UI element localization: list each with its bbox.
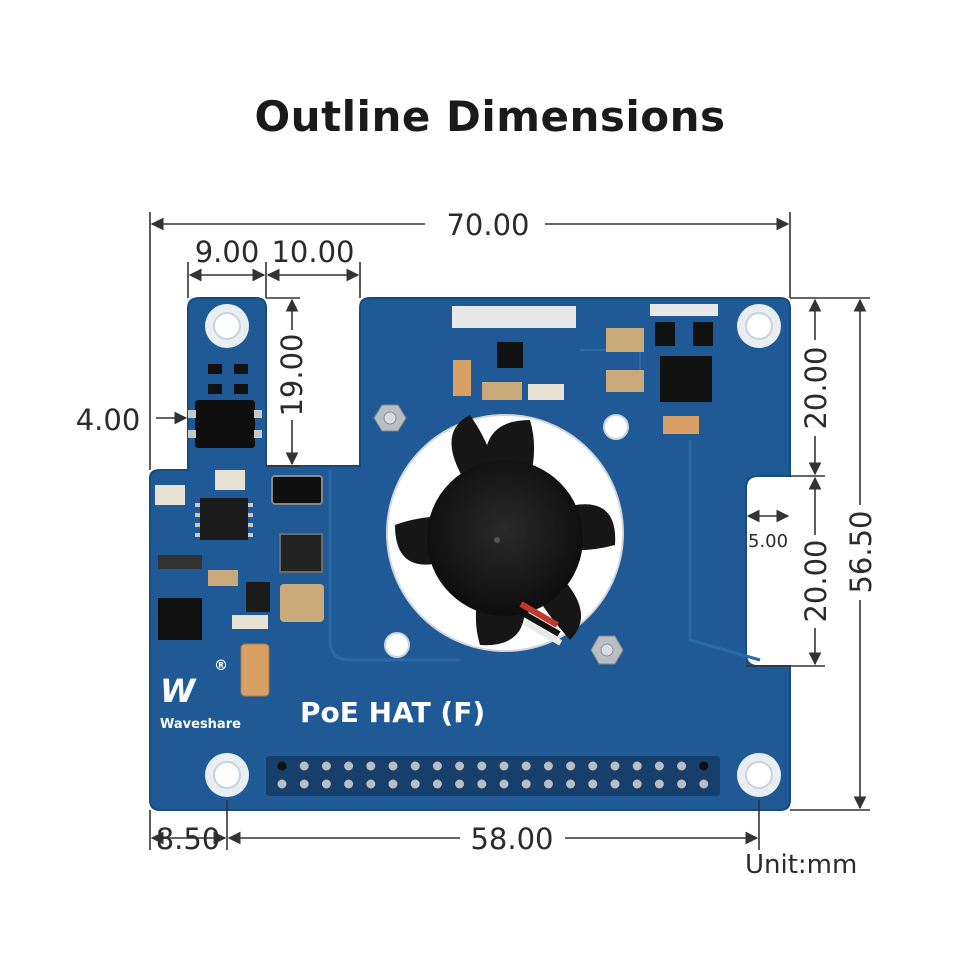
gpio-pin [521,761,531,771]
mounting-hole [737,304,781,348]
gpio-pin [654,761,664,771]
gpio-pin [432,761,442,771]
mounting-hole [205,753,249,797]
gpio-pin [699,761,709,771]
gpio-pin [344,761,354,771]
gpio-pin [566,761,576,771]
dimension-lines [149,212,870,850]
gpio-pin [610,761,620,771]
mounting-hole [205,304,249,348]
gpio-pin [677,779,687,789]
gpio-pin [610,779,620,789]
dim-total-height: 56.50 [844,510,878,593]
standoff-screw [590,635,624,665]
dim-total-width: 70.00 [446,208,529,242]
dim-slot-depth: 19.00 [275,333,309,416]
gpio-pin [499,779,509,789]
gpio-header [277,761,709,789]
gpio-pin [699,779,709,789]
gpio-pin [521,779,531,789]
dim-right-lower: 20.00 [799,539,833,622]
dim-left-offset: 4.00 [76,403,141,437]
fan-mount-hole [603,414,629,440]
gpio-pin [410,779,420,789]
gpio-pin [344,779,354,789]
mounting-hole [737,753,781,797]
gpio-pin [366,779,376,789]
gpio-pin [632,779,642,789]
gpio-pin [543,761,553,771]
dim-right-upper: 20.00 [799,346,833,429]
gpio-pin [299,761,309,771]
gpio-pin [588,761,598,771]
fan-cable [519,601,563,646]
gpio-pin [654,779,664,789]
logo-mark: W [160,672,197,710]
gpio-pin [277,779,287,789]
gpio-pin [410,761,420,771]
smd-components [155,304,720,796]
fan-mount-hole [384,632,410,658]
gpio-pin [455,779,465,789]
gpio-pin [566,779,576,789]
gpio-pin [477,779,487,789]
unit-label: Unit:mm [745,850,857,880]
gpio-pin [277,761,287,771]
product-name: PoE HAT (F) [300,696,485,729]
page-title: Outline Dimensions [254,92,726,141]
brand-name: Waveshare [160,717,241,732]
gpio-pin [299,779,309,789]
gpio-pin [455,761,465,771]
gpio-pin [588,779,598,789]
gpio-pin [366,761,376,771]
standoff-screw [373,404,407,432]
dim-right-notch-depth: 5.00 [748,531,788,552]
gpio-pin [388,761,398,771]
dim-top-gap: 10.00 [271,235,354,269]
cooling-fan [386,414,624,652]
gpio-pin [632,761,642,771]
gpio-pin [499,761,509,771]
registered-mark: ® [214,658,228,674]
gpio-pin [321,779,331,789]
gpio-pin [677,761,687,771]
dim-bottom-left: 8.50 [156,822,221,856]
gpio-pin [477,761,487,771]
dim-top-left-tab: 9.00 [195,235,260,269]
waveshare-logo: W ® Waveshare [160,658,241,732]
gpio-pin [388,779,398,789]
gpio-pin [543,779,553,789]
gpio-pin [321,761,331,771]
gpio-pin [432,779,442,789]
dim-bottom-hole-spacing: 58.00 [470,822,553,856]
